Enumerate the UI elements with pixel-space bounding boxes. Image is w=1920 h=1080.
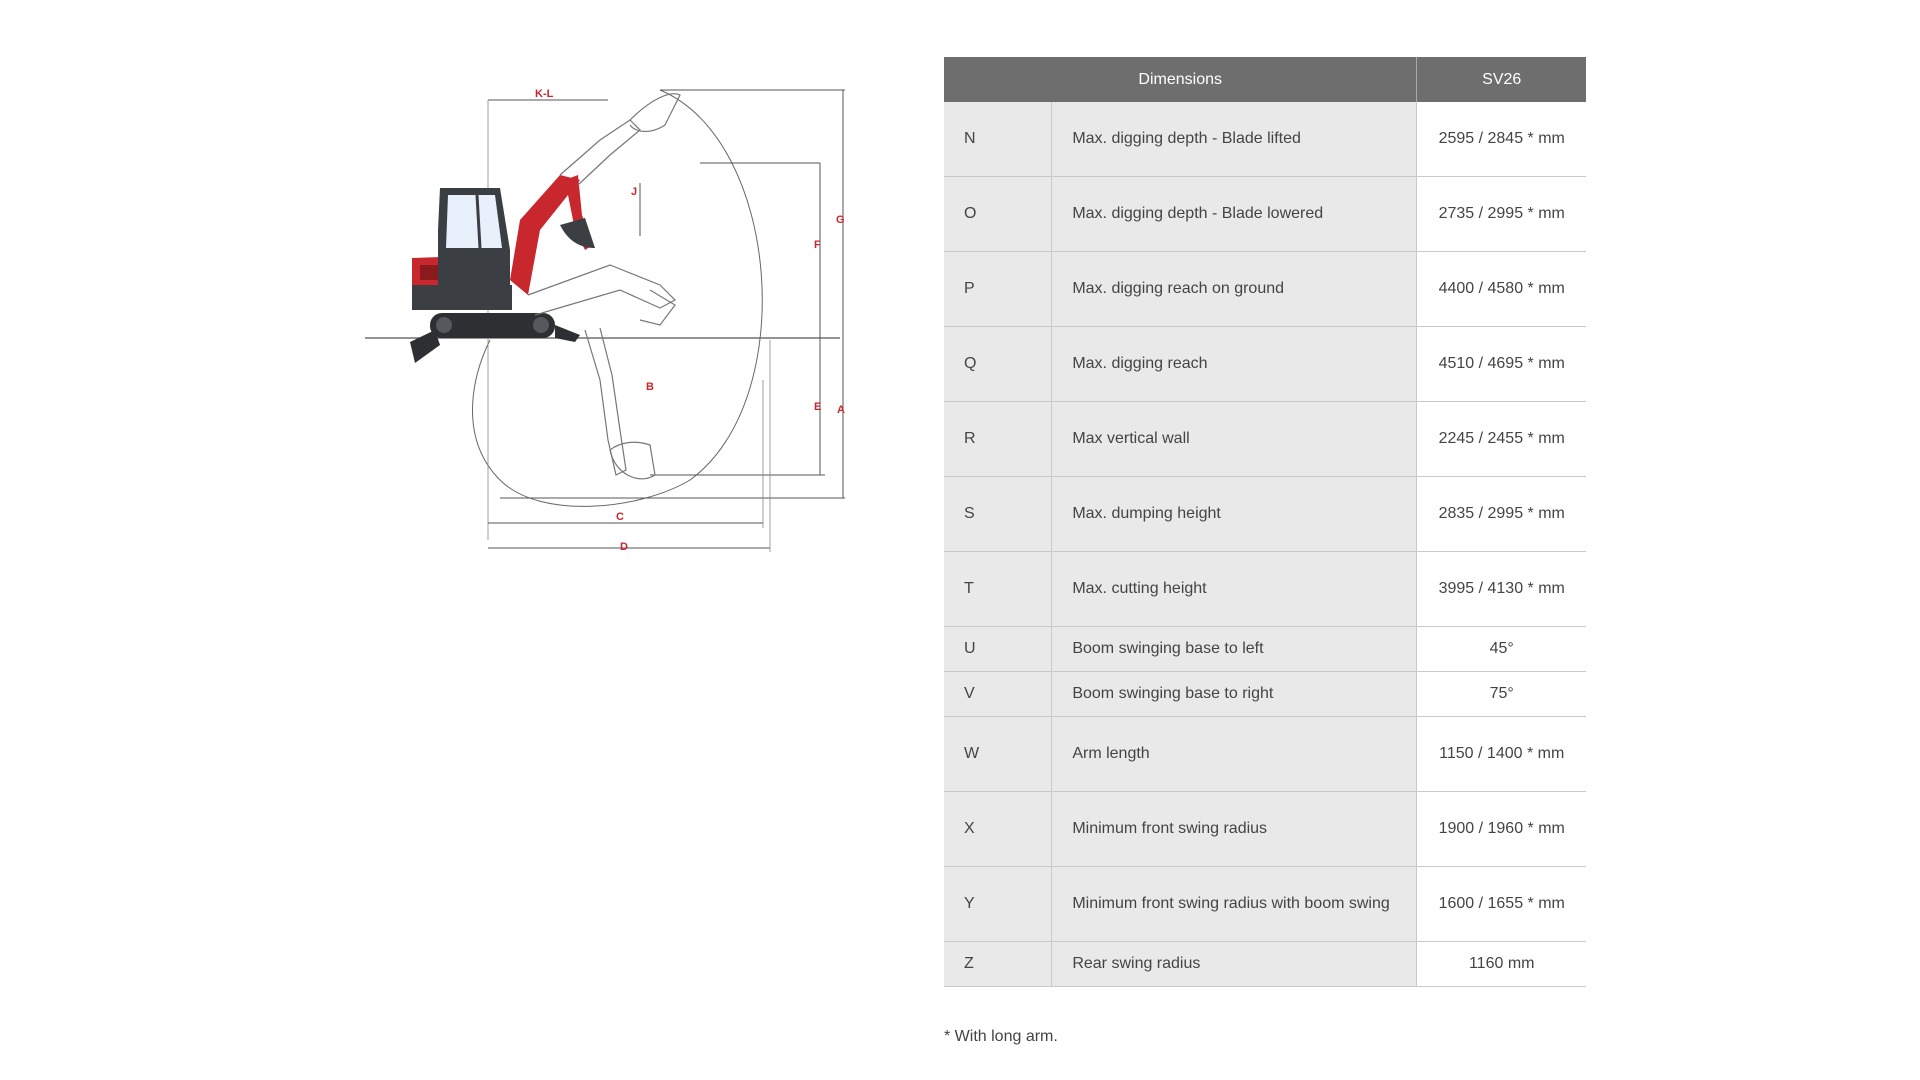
row-code: V [944,671,1053,717]
row-description: Max. dumping height [1051,476,1418,552]
ghost-positions [527,93,681,480]
diagram-label-f: F [814,239,821,251]
row-value: 2835 / 2995 * mm [1416,476,1586,552]
diagram-label-g: G [836,214,845,226]
front-blade [555,325,580,342]
track-wheel-front [533,317,549,333]
excavator-boom [510,175,580,295]
row-description: Boom swinging base to left [1051,626,1418,672]
row-value: 2735 / 2995 * mm [1416,176,1586,252]
row-value: 1600 / 1655 * mm [1416,866,1586,942]
diagram-label-c: C [616,511,624,523]
row-value: 45° [1416,626,1586,672]
row-value: 75° [1416,671,1586,717]
table-row: X Minimum front swing radius 1900 / 1960… [944,791,1586,867]
table-row: Q Max. digging reach 4510 / 4695 * mm [944,326,1586,402]
table-row: R Max vertical wall 2245 / 2455 * mm [944,401,1586,477]
table-row: T Max. cutting height 3995 / 4130 * mm [944,551,1586,627]
row-value: 4510 / 4695 * mm [1416,326,1586,402]
row-code: R [944,401,1053,477]
row-value: 2595 / 2845 * mm [1416,102,1586,177]
dimensions-table: Dimensions SV26 N Max. digging depth - B… [944,57,1586,987]
row-description: Max. digging reach on ground [1051,251,1418,327]
diagram-label-a: A [837,404,845,416]
row-value: 3995 / 4130 * mm [1416,551,1586,627]
row-code: Z [944,941,1053,987]
row-code: U [944,626,1053,672]
row-code: W [944,716,1053,792]
row-code: O [944,176,1053,252]
row-code: Q [944,326,1053,402]
ghost-boom-level [527,264,676,316]
row-description: Max. digging reach [1051,326,1418,402]
cab-window [446,195,502,248]
row-description: Max. digging depth - Blade lowered [1051,176,1418,252]
row-description: Arm length [1051,716,1418,792]
diagram-label-b: B [646,381,654,393]
diagram-label-j: J [631,186,637,198]
table-row: P Max. digging reach on ground 4400 / 45… [944,251,1586,327]
table-row: U Boom swinging base to left 45° [944,626,1586,672]
table-row: O Max. digging depth - Blade lowered 273… [944,176,1586,252]
header-dimensions: Dimensions [944,57,1418,102]
excavator-bucket [560,218,595,248]
row-code: S [944,476,1053,552]
row-description: Minimum front swing radius [1051,791,1418,867]
cab-window-frame [475,194,482,249]
row-description: Max. digging depth - Blade lifted [1051,102,1418,177]
table-row: V Boom swinging base to right 75° [944,671,1586,717]
dozer-blade [410,330,440,363]
row-value: 2245 / 2455 * mm [1416,401,1586,477]
table-row: Y Minimum front swing radius with boom s… [944,866,1586,942]
row-code: X [944,791,1053,867]
row-value: 1150 / 1400 * mm [1416,716,1586,792]
ghost-boom-raised [559,119,641,186]
row-value: 1160 mm [1416,941,1586,987]
row-value: 4400 / 4580 * mm [1416,251,1586,327]
diagram-svg: K-L J G F E A B C D [365,88,845,553]
row-code: P [944,251,1053,327]
reach-arc [472,89,763,507]
table-row: S Max. dumping height 2835 / 2995 * mm [944,476,1586,552]
table-body: N Max. digging depth - Blade lifted 2595… [944,102,1586,987]
table-header-row: Dimensions SV26 [944,57,1586,102]
row-value: 1900 / 1960 * mm [1416,791,1586,867]
row-code: Y [944,866,1053,942]
ghost-bucket-level [639,289,676,326]
header-model: SV26 [1416,57,1586,102]
row-description: Minimum front swing radius with boom swi… [1051,866,1418,942]
table-row: W Arm length 1150 / 1400 * mm [944,716,1586,792]
row-description: Boom swinging base to right [1051,671,1418,717]
excavator-tracks [430,313,555,338]
ghost-bucket-down [609,441,656,480]
footnote: * With long arm. [944,1028,1058,1045]
excavator-dimension-diagram: K-L J G F E A B C D [360,80,850,560]
row-code: N [944,102,1053,177]
ghost-arm-down [584,327,627,476]
track-wheel-rear [436,317,452,333]
row-description: Max vertical wall [1051,401,1418,477]
table-row: N Max. digging depth - Blade lifted 2595… [944,102,1586,177]
row-description: Rear swing radius [1051,941,1418,987]
diagram-label-e: E [814,401,821,413]
row-description: Max. cutting height [1051,551,1418,627]
table-row: Z Rear swing radius 1160 mm [944,941,1586,987]
ghost-bucket-raised [629,93,681,132]
diagram-label-d: D [620,541,628,553]
diagram-label-kl: K-L [535,88,554,100]
row-code: T [944,551,1053,627]
